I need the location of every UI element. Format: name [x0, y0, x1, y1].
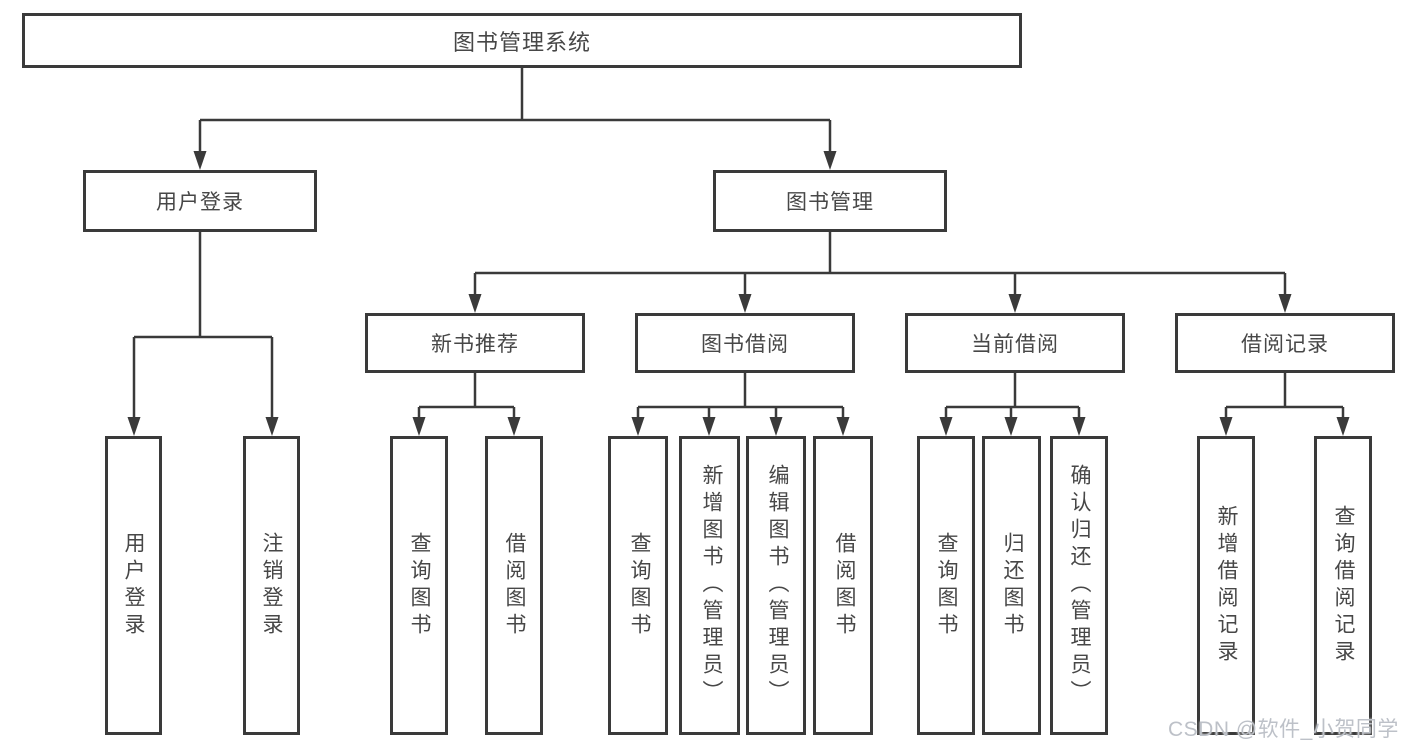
node-new-book-recommend: 新书推荐 [365, 313, 585, 373]
node-book-borrow: 图书借阅 [635, 313, 855, 373]
node-query-books-recommend: 查询图书 [390, 436, 448, 735]
node-book-management: 图书管理 [713, 170, 947, 232]
node-borrow-books-recommend: 借阅图书 [485, 436, 543, 735]
node-query-borrow-record: 查询借阅记录 [1314, 436, 1372, 735]
node-user-login: 用户登录 [83, 170, 317, 232]
node-query-books-current: 查询图书 [917, 436, 975, 735]
node-current-borrow: 当前借阅 [905, 313, 1125, 373]
node-logout-leaf: 注销登录 [243, 436, 300, 735]
node-query-books-borrow: 查询图书 [608, 436, 668, 735]
node-borrow-records: 借阅记录 [1175, 313, 1395, 373]
watermark: CSDN @软件_小贺同学 [1168, 718, 1399, 741]
node-return-books: 归还图书 [982, 436, 1041, 735]
node-borrow-books-leaf: 借阅图书 [813, 436, 873, 735]
node-confirm-return-admin: 确认归还（管理员） [1050, 436, 1108, 735]
node-add-book-admin: 新增图书（管理员） [679, 436, 740, 735]
arrowheads [127, 151, 1350, 436]
node-user-login-leaf: 用户登录 [105, 436, 162, 735]
node-edit-book-admin: 编辑图书（管理员） [746, 436, 806, 735]
node-add-borrow-record: 新增借阅记录 [1197, 436, 1255, 735]
node-root: 图书管理系统 [22, 13, 1022, 68]
